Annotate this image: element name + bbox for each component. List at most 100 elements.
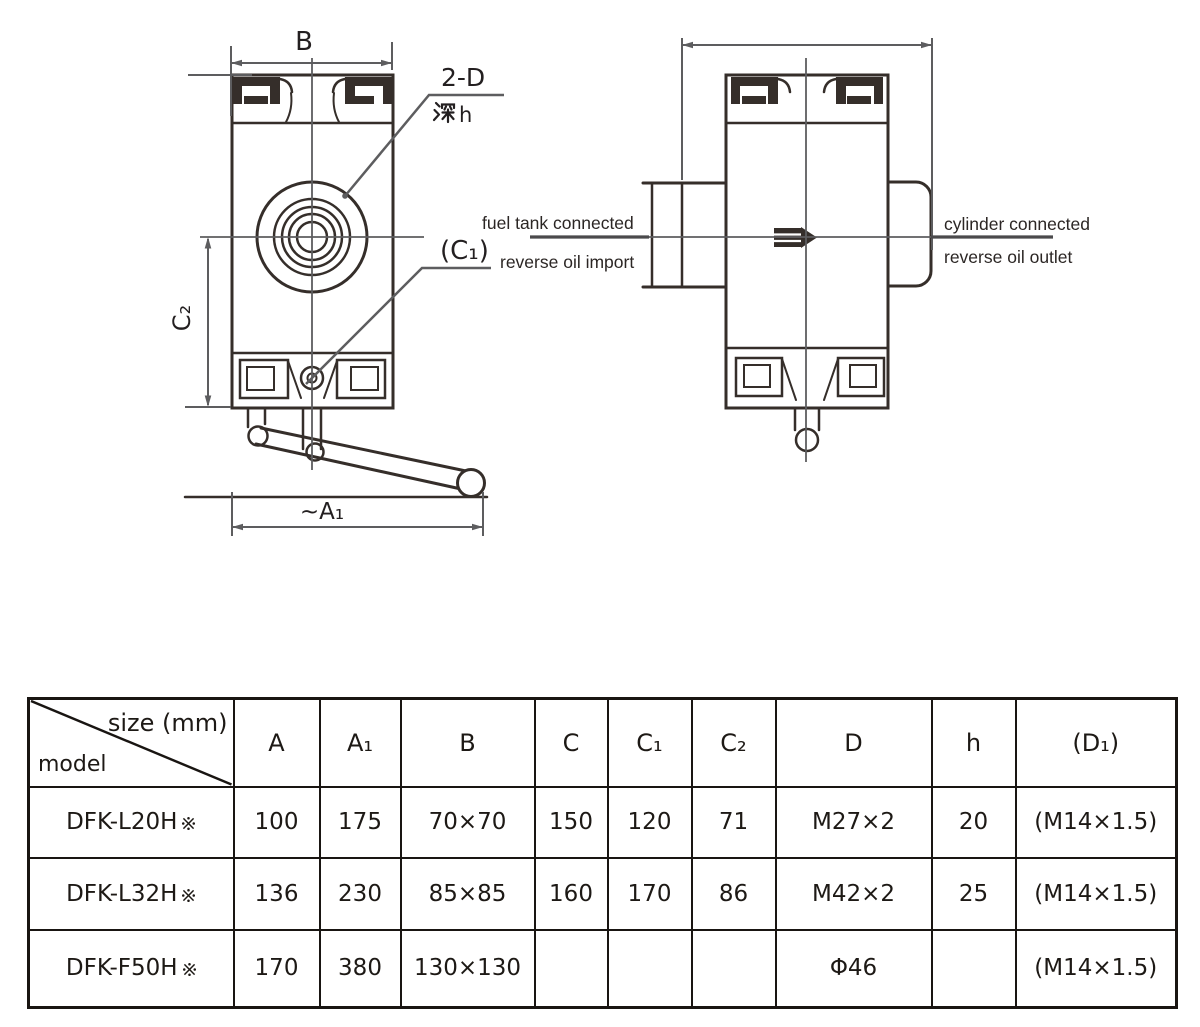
spec-table: size (mm) model A A₁ B C C₁ C₂ D h (D₁) … xyxy=(27,697,1178,1009)
model-cell: DFK-L20H xyxy=(27,785,235,859)
cell-c1: 120 xyxy=(606,785,693,859)
side-view-dimensions xyxy=(649,38,1053,462)
c2-arrow-top xyxy=(204,237,212,249)
cell-a1: 380 xyxy=(318,928,402,1009)
depth-shen-character xyxy=(432,101,456,124)
c1-leader xyxy=(305,266,491,385)
cell-c2 xyxy=(690,928,777,1009)
front-top-slot-inserts xyxy=(244,96,374,104)
cell-c2: 71 xyxy=(690,785,777,859)
hole-depth-suffix-label: h xyxy=(459,103,472,127)
technical-drawing: B C₂ 2-D h (C₁) fuel tank connected reve… xyxy=(168,27,1090,536)
center-nipple-threads xyxy=(772,233,803,243)
shen-tree-strokes xyxy=(441,108,455,124)
c1-reference-label: (C₁) xyxy=(440,236,489,266)
a1-arrow-left xyxy=(232,523,243,531)
side-bottom-slot-right-inner xyxy=(849,364,877,388)
shen-cover-stroke xyxy=(440,103,456,110)
a1-dimension-label: ~A₁ xyxy=(300,499,344,525)
front-view-dimensions xyxy=(185,42,649,536)
side-bracket-lines xyxy=(724,121,890,350)
front-slot-hooks xyxy=(278,77,347,94)
cell-a: 170 xyxy=(232,928,321,1009)
cell-d: M42×2 xyxy=(774,856,933,931)
cell-c: 150 xyxy=(533,785,609,859)
lever-handle-ball xyxy=(456,468,486,498)
side-top-arrow-right xyxy=(921,41,932,49)
front-slot-descenders xyxy=(285,92,340,123)
hole-callout-leader-dot xyxy=(342,193,348,199)
reference-mark-icon xyxy=(182,816,196,831)
fuel-tank-connected-label: fuel tank connected xyxy=(482,213,634,233)
reverse-oil-outlet-label: reverse oil outlet xyxy=(944,247,1073,267)
col-header-a: A xyxy=(232,697,321,788)
side-bottom-slot-left xyxy=(734,356,784,398)
hole-callout-leader xyxy=(344,93,504,197)
cell-a1: 175 xyxy=(318,785,402,859)
left-port-block-lines xyxy=(650,181,684,289)
cell-d1: (M14×1.5) xyxy=(1014,785,1178,859)
col-header-d1: (D₁) xyxy=(1014,697,1178,788)
c2-arrow-bottom xyxy=(204,395,212,407)
model-cell: DFK-L32H xyxy=(27,856,235,931)
b-arrow-right xyxy=(381,59,392,67)
front-bottom-slot-left-inner xyxy=(246,366,275,391)
model-name: DFK-F50H xyxy=(65,955,178,982)
corner-model-label: model xyxy=(38,751,107,777)
reference-mark-icon xyxy=(182,963,196,977)
cell-d1: (M14×1.5) xyxy=(1014,856,1178,931)
reverse-oil-import-label: reverse oil import xyxy=(500,252,634,272)
col-header-c2: C₂ xyxy=(690,697,777,788)
col-header-c1: C₁ xyxy=(606,697,693,788)
corner-size-label: size (mm) xyxy=(107,709,228,737)
col-header-d: D xyxy=(774,697,933,788)
col-header-c: C xyxy=(533,697,609,788)
table-row: DFK-L32H 136 230 85×85 160 170 86 M42×2 … xyxy=(27,856,1178,931)
cell-b: 70×70 xyxy=(399,785,536,859)
hole-callout-label: 2-D xyxy=(441,63,485,92)
side-bottom-slot-left-inner xyxy=(743,364,771,388)
a1-dimension-lines xyxy=(231,492,484,536)
cell-c1 xyxy=(606,928,693,1009)
cell-d1: (M14×1.5) xyxy=(1014,928,1178,1009)
lever-link-circle xyxy=(305,442,325,462)
side-bottom-slot-right xyxy=(836,356,886,398)
cell-h: 20 xyxy=(930,785,1017,859)
side-top-arrow-left xyxy=(682,41,693,49)
side-body-outline xyxy=(724,73,890,410)
front-bottom-slot-diagonals xyxy=(287,360,338,399)
b-arrow-left xyxy=(231,59,242,67)
reference-mark-icon xyxy=(182,888,196,902)
shen-inner-dots xyxy=(443,105,453,111)
a1-arrow-right xyxy=(472,523,483,531)
col-header-a1: A₁ xyxy=(318,697,402,788)
table-row: DFK-F50H 170 380 130×130 Φ46 (M14×1.5) xyxy=(27,928,1178,1009)
front-bottom-slot-right xyxy=(335,358,387,400)
bottom-stem-ball xyxy=(794,427,820,453)
corner-diagonal-line xyxy=(30,700,232,786)
table-row: DFK-L20H 100 175 70×70 150 120 71 M27×2 … xyxy=(27,785,1178,859)
cell-a1: 230 xyxy=(318,856,402,931)
cylinder-connected-label: cylinder connected xyxy=(944,214,1090,234)
cell-h: 25 xyxy=(930,856,1017,931)
model-cell: DFK-F50H xyxy=(27,928,235,1009)
front-centerlines xyxy=(200,58,424,470)
cell-a: 136 xyxy=(232,856,321,931)
col-header-b: B xyxy=(399,697,536,788)
cell-a: 100 xyxy=(232,785,321,859)
cell-d: M27×2 xyxy=(774,785,933,859)
shen-water-radical xyxy=(432,101,441,122)
side-bottom-slot-diagonals xyxy=(781,358,839,401)
cell-b: 85×85 xyxy=(399,856,536,931)
cell-d: Φ46 xyxy=(774,928,933,1009)
drawing-labels: B C₂ 2-D h (C₁) fuel tank connected reve… xyxy=(168,27,1090,525)
cell-c2: 86 xyxy=(690,856,777,931)
header-row: size (mm) model A A₁ B C C₁ C₂ D h (D₁) xyxy=(27,697,1178,788)
cell-c1: 170 xyxy=(606,856,693,931)
cell-b: 130×130 xyxy=(399,928,536,1009)
model-name: DFK-L32H xyxy=(66,880,178,907)
release-lever-bar xyxy=(254,426,468,491)
front-view xyxy=(183,73,489,499)
right-port-boss xyxy=(886,180,933,288)
cell-c: 160 xyxy=(533,856,609,931)
